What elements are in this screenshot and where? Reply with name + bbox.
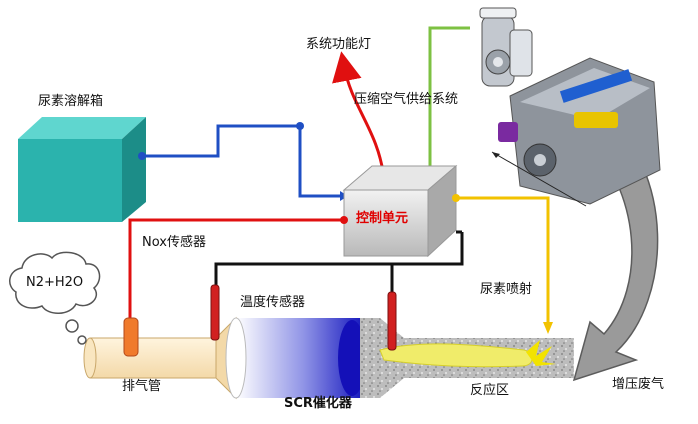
connector-dot: [138, 152, 146, 160]
compressed-air-label: 压缩空气供给系统: [354, 92, 459, 107]
scr-catalyst-label: SCR催化器: [284, 396, 352, 411]
exhaust-pipe-label: 排气管: [122, 379, 162, 394]
connector-dot: [296, 122, 304, 130]
temp-sensor-label: 温度传感器: [240, 295, 306, 310]
nox-signal-line: [128, 218, 344, 322]
turbo-exhaust-label: 增压废气: [612, 377, 665, 392]
temp-signal-line: [214, 232, 464, 285]
products-bubble: [9, 251, 101, 345]
control-unit-label: 控制单元: [356, 211, 409, 226]
scr-catalyst: [225, 317, 366, 399]
nox-sensor-label: Nox传感器: [142, 235, 206, 250]
products-label: N2+H2O: [26, 275, 84, 290]
air-supply-line: [428, 26, 470, 190]
control-unit: [342, 164, 458, 258]
urea-tank-label: 尿素溶解箱: [38, 94, 104, 109]
air-compressor-image: [479, 7, 533, 87]
urea-tank: [18, 117, 146, 222]
indicator-lamp-label: 系统功能灯: [306, 37, 372, 52]
reaction-zone: [360, 318, 574, 398]
nox-sensor: [123, 317, 139, 357]
urea-injection-line: [456, 196, 550, 326]
lamp-signal-line: [332, 51, 386, 179]
temp-sensor: [210, 284, 220, 341]
engine-image: [491, 57, 661, 207]
urea-injection-label: 尿素喷射: [480, 282, 533, 297]
injector: [387, 291, 397, 351]
reaction-zone-label: 反应区: [470, 383, 510, 398]
urea-supply-line: [142, 124, 346, 198]
